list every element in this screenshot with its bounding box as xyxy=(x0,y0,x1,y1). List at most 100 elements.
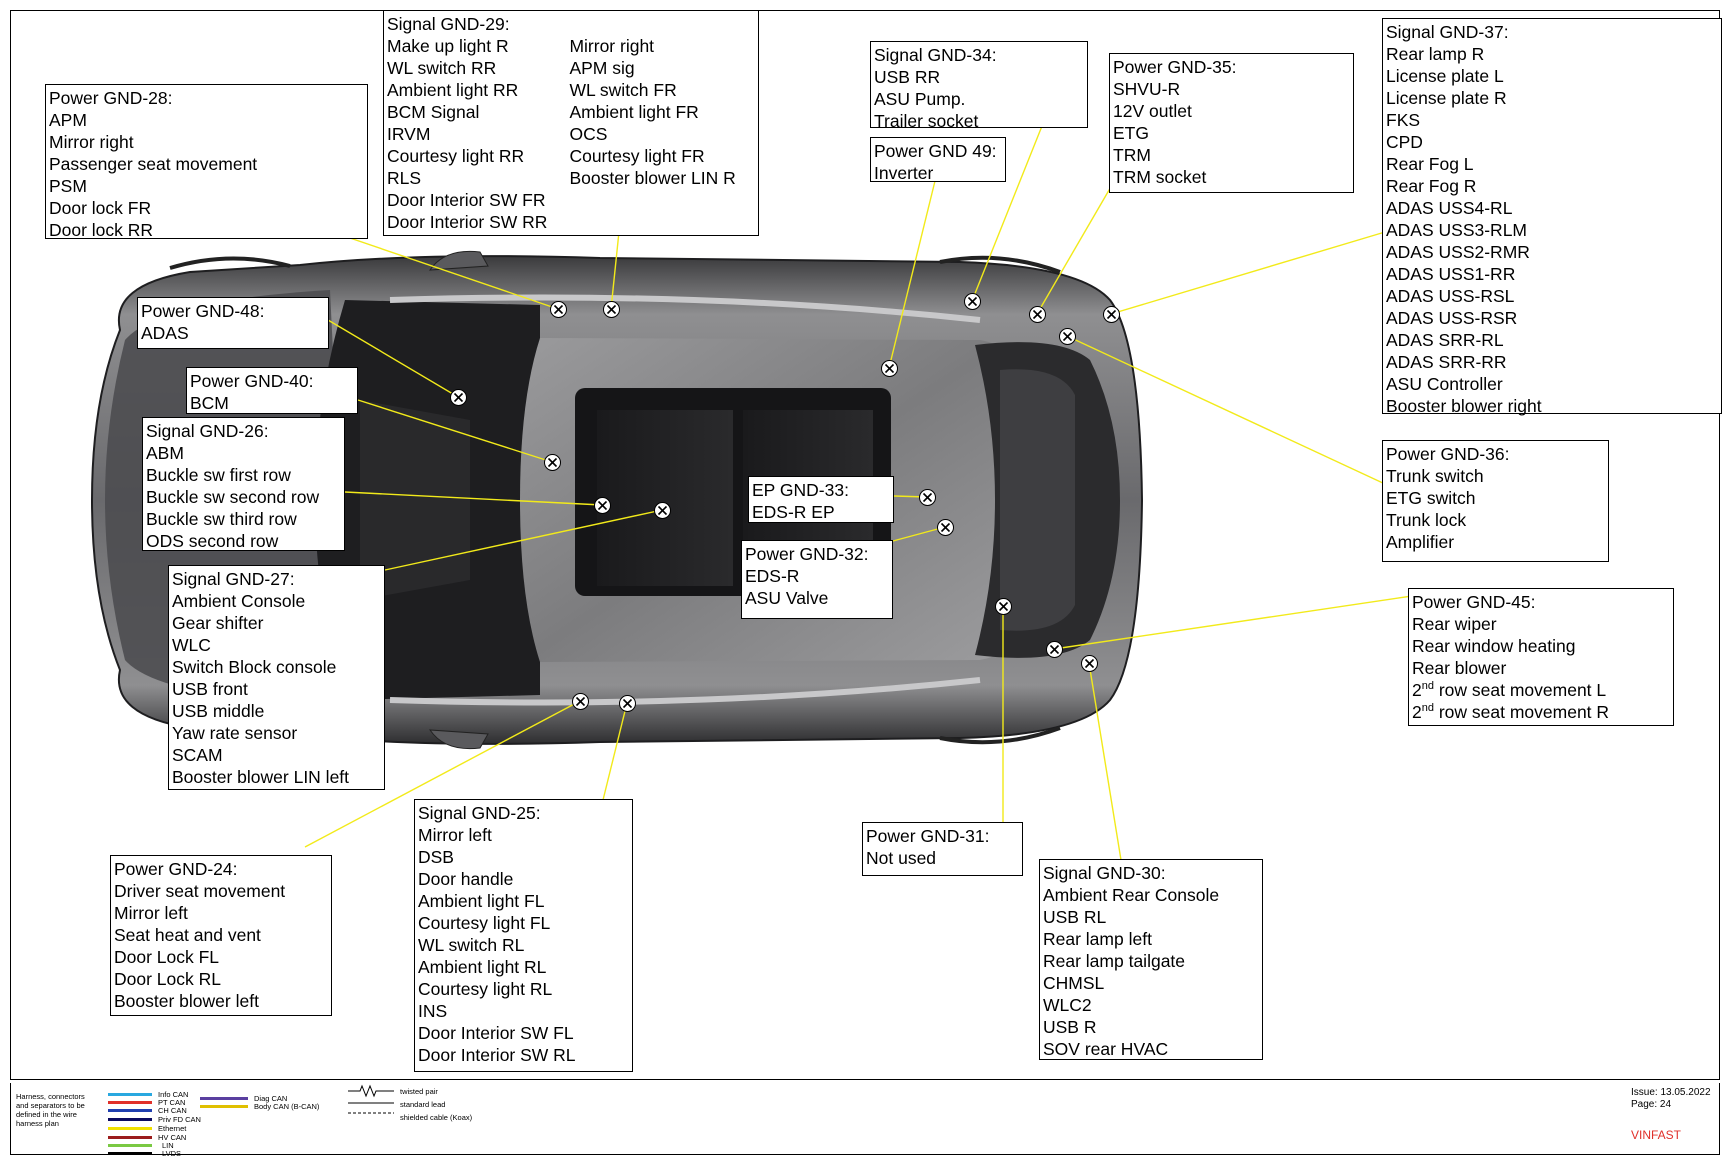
leader-gnd29 xyxy=(610,221,621,310)
box-item: Buckle sw first row xyxy=(146,465,291,485)
box-item: IRVM xyxy=(387,124,431,144)
ground-point-marker[interactable] xyxy=(602,300,620,318)
label-box-power-gnd-31: Power GND-31:Not used xyxy=(862,822,1023,876)
box-item: SOV rear HVAC xyxy=(1043,1039,1169,1059)
box-title: Signal GND-30: xyxy=(1043,863,1166,883)
issue-info: Issue: 13.05.2022 Page: 24 xyxy=(1631,1087,1711,1111)
box-item: Passenger seat movement xyxy=(49,154,258,174)
box-item: Booster blower left xyxy=(114,991,259,1011)
ground-point-marker[interactable] xyxy=(1080,654,1098,672)
box-item: Courtesy light FL xyxy=(418,913,551,933)
box-item: APM sig xyxy=(569,58,635,78)
box-item: Trailer socket xyxy=(874,111,979,131)
ground-point-marker[interactable] xyxy=(593,496,611,514)
box-item: ASU Controller xyxy=(1386,374,1503,394)
box-item: Courtesy light RL xyxy=(418,979,553,999)
box-item: WL switch FR xyxy=(569,80,677,100)
box-item: ADAS USS1-RR xyxy=(1386,264,1516,284)
ground-point-marker[interactable] xyxy=(1045,640,1063,658)
box-title: Power GND-48: xyxy=(141,301,265,321)
ground-point-marker[interactable] xyxy=(1028,305,1046,323)
ground-point-marker[interactable] xyxy=(918,488,936,506)
leader-gnd25 xyxy=(602,702,628,801)
box-item: License plate R xyxy=(1386,88,1507,108)
mirror-left-shape xyxy=(429,729,489,750)
box-item: Rear lamp left xyxy=(1043,929,1152,949)
legend-line-ch-can xyxy=(108,1109,152,1112)
box-item: Mirror left xyxy=(114,903,188,923)
box-item: Door Interior SW RR xyxy=(387,212,548,232)
box-item xyxy=(569,13,735,35)
box-item: Door Interior SW FR xyxy=(387,190,546,210)
ground-point-marker[interactable] xyxy=(653,501,671,519)
legend-linetype-samples xyxy=(348,1084,394,1114)
leader-gnd36 xyxy=(1066,335,1386,485)
leader-gnd48 xyxy=(327,319,459,398)
box-item: CPD xyxy=(1386,132,1423,152)
ground-point-marker[interactable] xyxy=(571,692,589,710)
box-item: Ambient light FL xyxy=(418,891,545,911)
box-item: EDS-R xyxy=(745,566,800,586)
box-item: Seat heat and vent xyxy=(114,925,261,945)
box-item: ADAS USS3-RLM xyxy=(1386,220,1528,240)
box-item: Yaw rate sensor xyxy=(172,723,298,743)
legend-label-body-can: Body CAN (B-CAN) xyxy=(254,1102,320,1111)
ground-point-marker[interactable] xyxy=(963,292,981,310)
box-item: ETG xyxy=(1113,123,1149,143)
box-item: Ambient light RR xyxy=(387,80,519,100)
box-item: Booster blower LIN R xyxy=(569,168,736,188)
ground-point-marker[interactable] xyxy=(449,388,467,406)
box-item: Gear shifter xyxy=(172,613,264,633)
box-title: Signal GND-37: xyxy=(1386,22,1509,42)
box-item: Driver seat movement xyxy=(114,881,286,901)
box-title: EP GND-33: xyxy=(752,480,849,500)
ground-point-marker[interactable] xyxy=(1058,327,1076,345)
box-title: Power GND-28: xyxy=(49,88,173,108)
box-item: Ambient Rear Console xyxy=(1043,885,1220,905)
ground-point-marker[interactable] xyxy=(994,597,1012,615)
mirror-right-shape xyxy=(429,250,489,271)
legend-line-info-can xyxy=(108,1093,152,1096)
box-item: OCS xyxy=(569,124,608,144)
box-item: ADAS USS-RSR xyxy=(1386,308,1518,328)
box-item: APM xyxy=(49,110,87,130)
ground-point-marker[interactable] xyxy=(880,359,898,377)
ground-point-marker[interactable] xyxy=(618,694,636,712)
ground-point-marker[interactable] xyxy=(1102,305,1120,323)
box-item: Door lock FR xyxy=(49,198,152,218)
box-item: USB RL xyxy=(1043,907,1107,927)
box-item: Rear lamp R xyxy=(1386,44,1485,64)
legend-label-priv-fd-can: Priv FD CAN xyxy=(158,1115,201,1124)
box-title: Signal GND-25: xyxy=(418,803,541,823)
box-title: Signal GND-29: xyxy=(387,14,510,34)
box-item: Make up light R xyxy=(387,36,509,56)
box-item: USB front xyxy=(172,679,248,699)
legend-label-shielded-cable: shielded cable (Koax) xyxy=(400,1113,473,1122)
box-item: Rear window heating xyxy=(1412,636,1576,656)
box-item: Courtesy light RR xyxy=(387,146,525,166)
box-item: Mirror left xyxy=(418,825,492,845)
box-title: Power GND-40: xyxy=(190,371,314,391)
legend-line-pt-can xyxy=(108,1101,152,1104)
box-item: License plate L xyxy=(1386,66,1504,86)
ground-point-marker[interactable] xyxy=(543,453,561,471)
box-title: Signal GND-27: xyxy=(172,569,295,589)
leader-gnd32 xyxy=(892,526,946,542)
box-title: Power GND-31: xyxy=(866,826,990,846)
ground-point-marker[interactable] xyxy=(549,300,567,318)
legend-line-ethernet xyxy=(108,1127,152,1130)
leader-gnd27 xyxy=(384,509,663,571)
issue-date: Issue: 13.05.2022 xyxy=(1631,1087,1711,1098)
box-item: Rear blower xyxy=(1412,658,1507,678)
box-item: FKS xyxy=(1386,110,1421,130)
box-item: PSM xyxy=(49,176,87,196)
box-item: Ambient light RL xyxy=(418,957,547,977)
box-title: Power GND 49: xyxy=(874,141,997,161)
ground-point-marker[interactable] xyxy=(936,518,954,536)
leader-gnd24 xyxy=(304,700,581,848)
